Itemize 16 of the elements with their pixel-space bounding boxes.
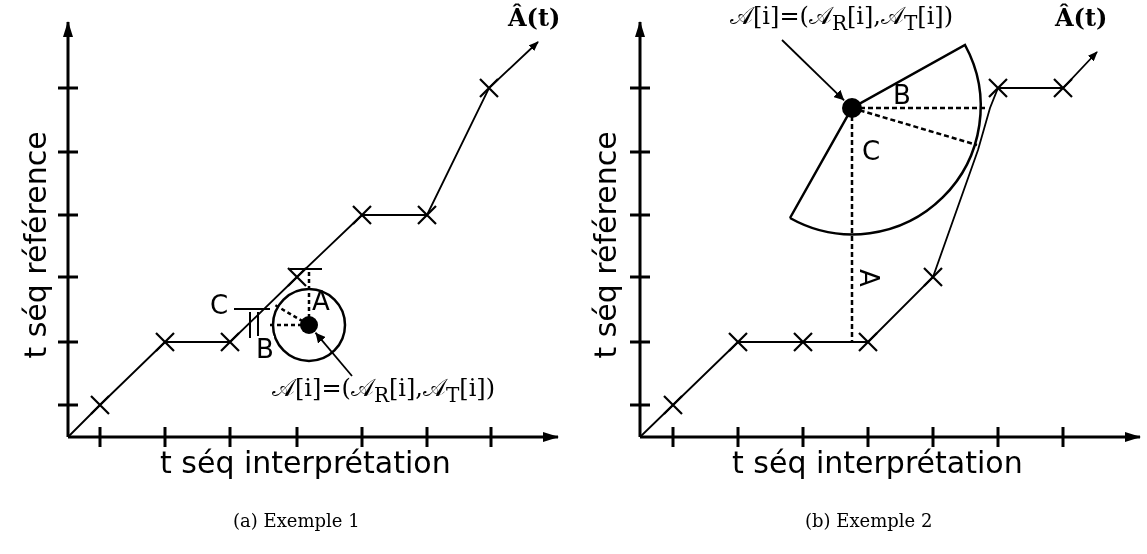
formula-label: 𝒜[i]=(𝒜$_{R}$[i],𝒜$_{T}$[i]) — [272, 376, 496, 405]
axis-title: t séq référence — [20, 131, 51, 359]
distance-label: C — [862, 138, 881, 164]
axis-title: t séq référence — [590, 131, 621, 359]
formula-label: 𝒜[i]=(𝒜$_{R}$[i],𝒜$_{T}$[i]) — [730, 4, 954, 33]
caption: (a) Exemple 1 — [233, 512, 360, 530]
point-marker — [842, 98, 862, 118]
distance-label: C — [210, 292, 229, 318]
distance-label: A — [855, 269, 882, 287]
axis-title: t séq interprétation — [160, 448, 451, 478]
distance-label: B — [893, 82, 911, 108]
point-marker — [300, 316, 318, 334]
leader-line — [781, 39, 845, 102]
leader-line — [314, 331, 353, 377]
caption: (b) Exemple 2 — [805, 512, 933, 530]
axis-title: t séq interprétation — [732, 448, 1023, 478]
